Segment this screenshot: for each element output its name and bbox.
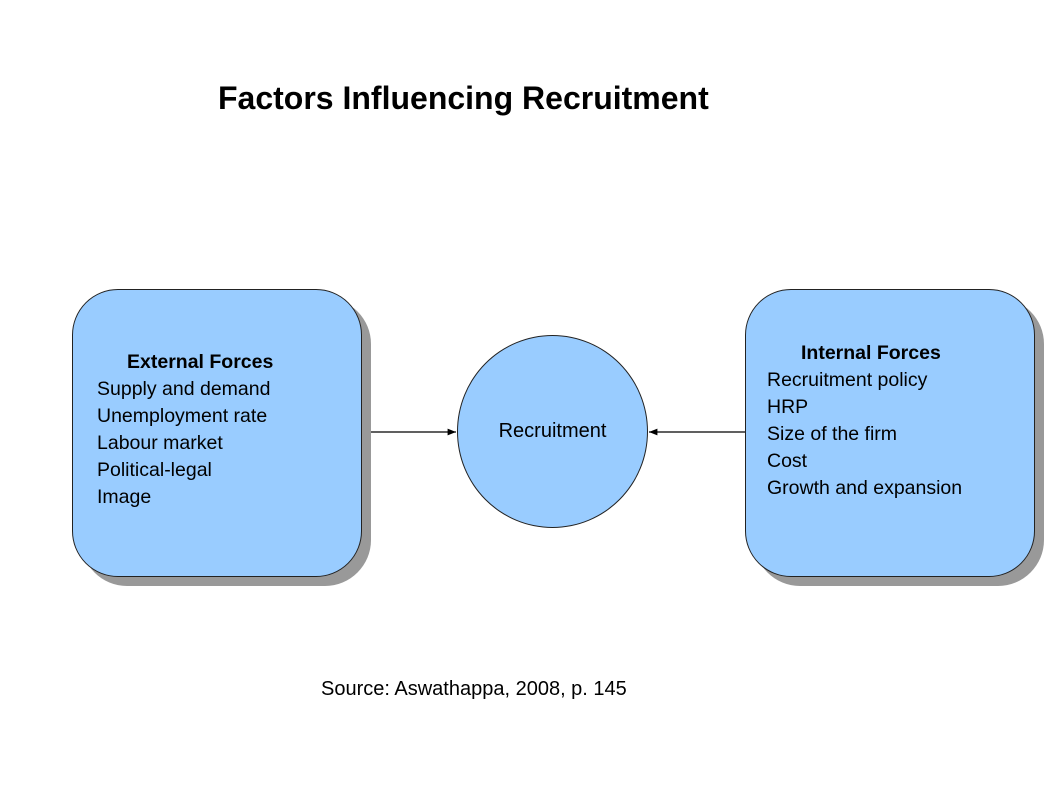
recruitment-node: Recruitment [457, 335, 648, 528]
source-citation: Source: Aswathappa, 2008, p. 145 [321, 678, 627, 700]
internal-forces-heading: Internal Forces [801, 342, 941, 364]
external-force-item: Unemployment rate [97, 405, 268, 427]
internal-force-item: Growth and expansion [767, 477, 963, 499]
external-force-item: Labour market [97, 432, 223, 454]
external-force-item: Supply and demand [97, 378, 271, 400]
external-forces-heading: External Forces [127, 351, 274, 373]
internal-forces-node: Internal Forces Recruitment policy HRP S… [745, 289, 1035, 577]
external-force-item: Political-legal [97, 459, 212, 481]
internal-force-item: HRP [767, 396, 809, 418]
diagram-title: Factors Influencing Recruitment [218, 80, 709, 116]
internal-force-item: Recruitment policy [767, 369, 928, 391]
internal-force-item: Size of the firm [767, 423, 898, 445]
external-forces-list: Supply and demand Unemployment rate Labo… [97, 376, 273, 511]
external-forces-node: External Forces Supply and demand Unempl… [72, 289, 362, 577]
internal-force-item: Cost [767, 450, 808, 472]
internal-forces-list: Recruitment policy HRP Size of the firm … [767, 367, 962, 502]
external-force-item: Image [97, 486, 152, 508]
recruitment-label: Recruitment [498, 420, 607, 442]
